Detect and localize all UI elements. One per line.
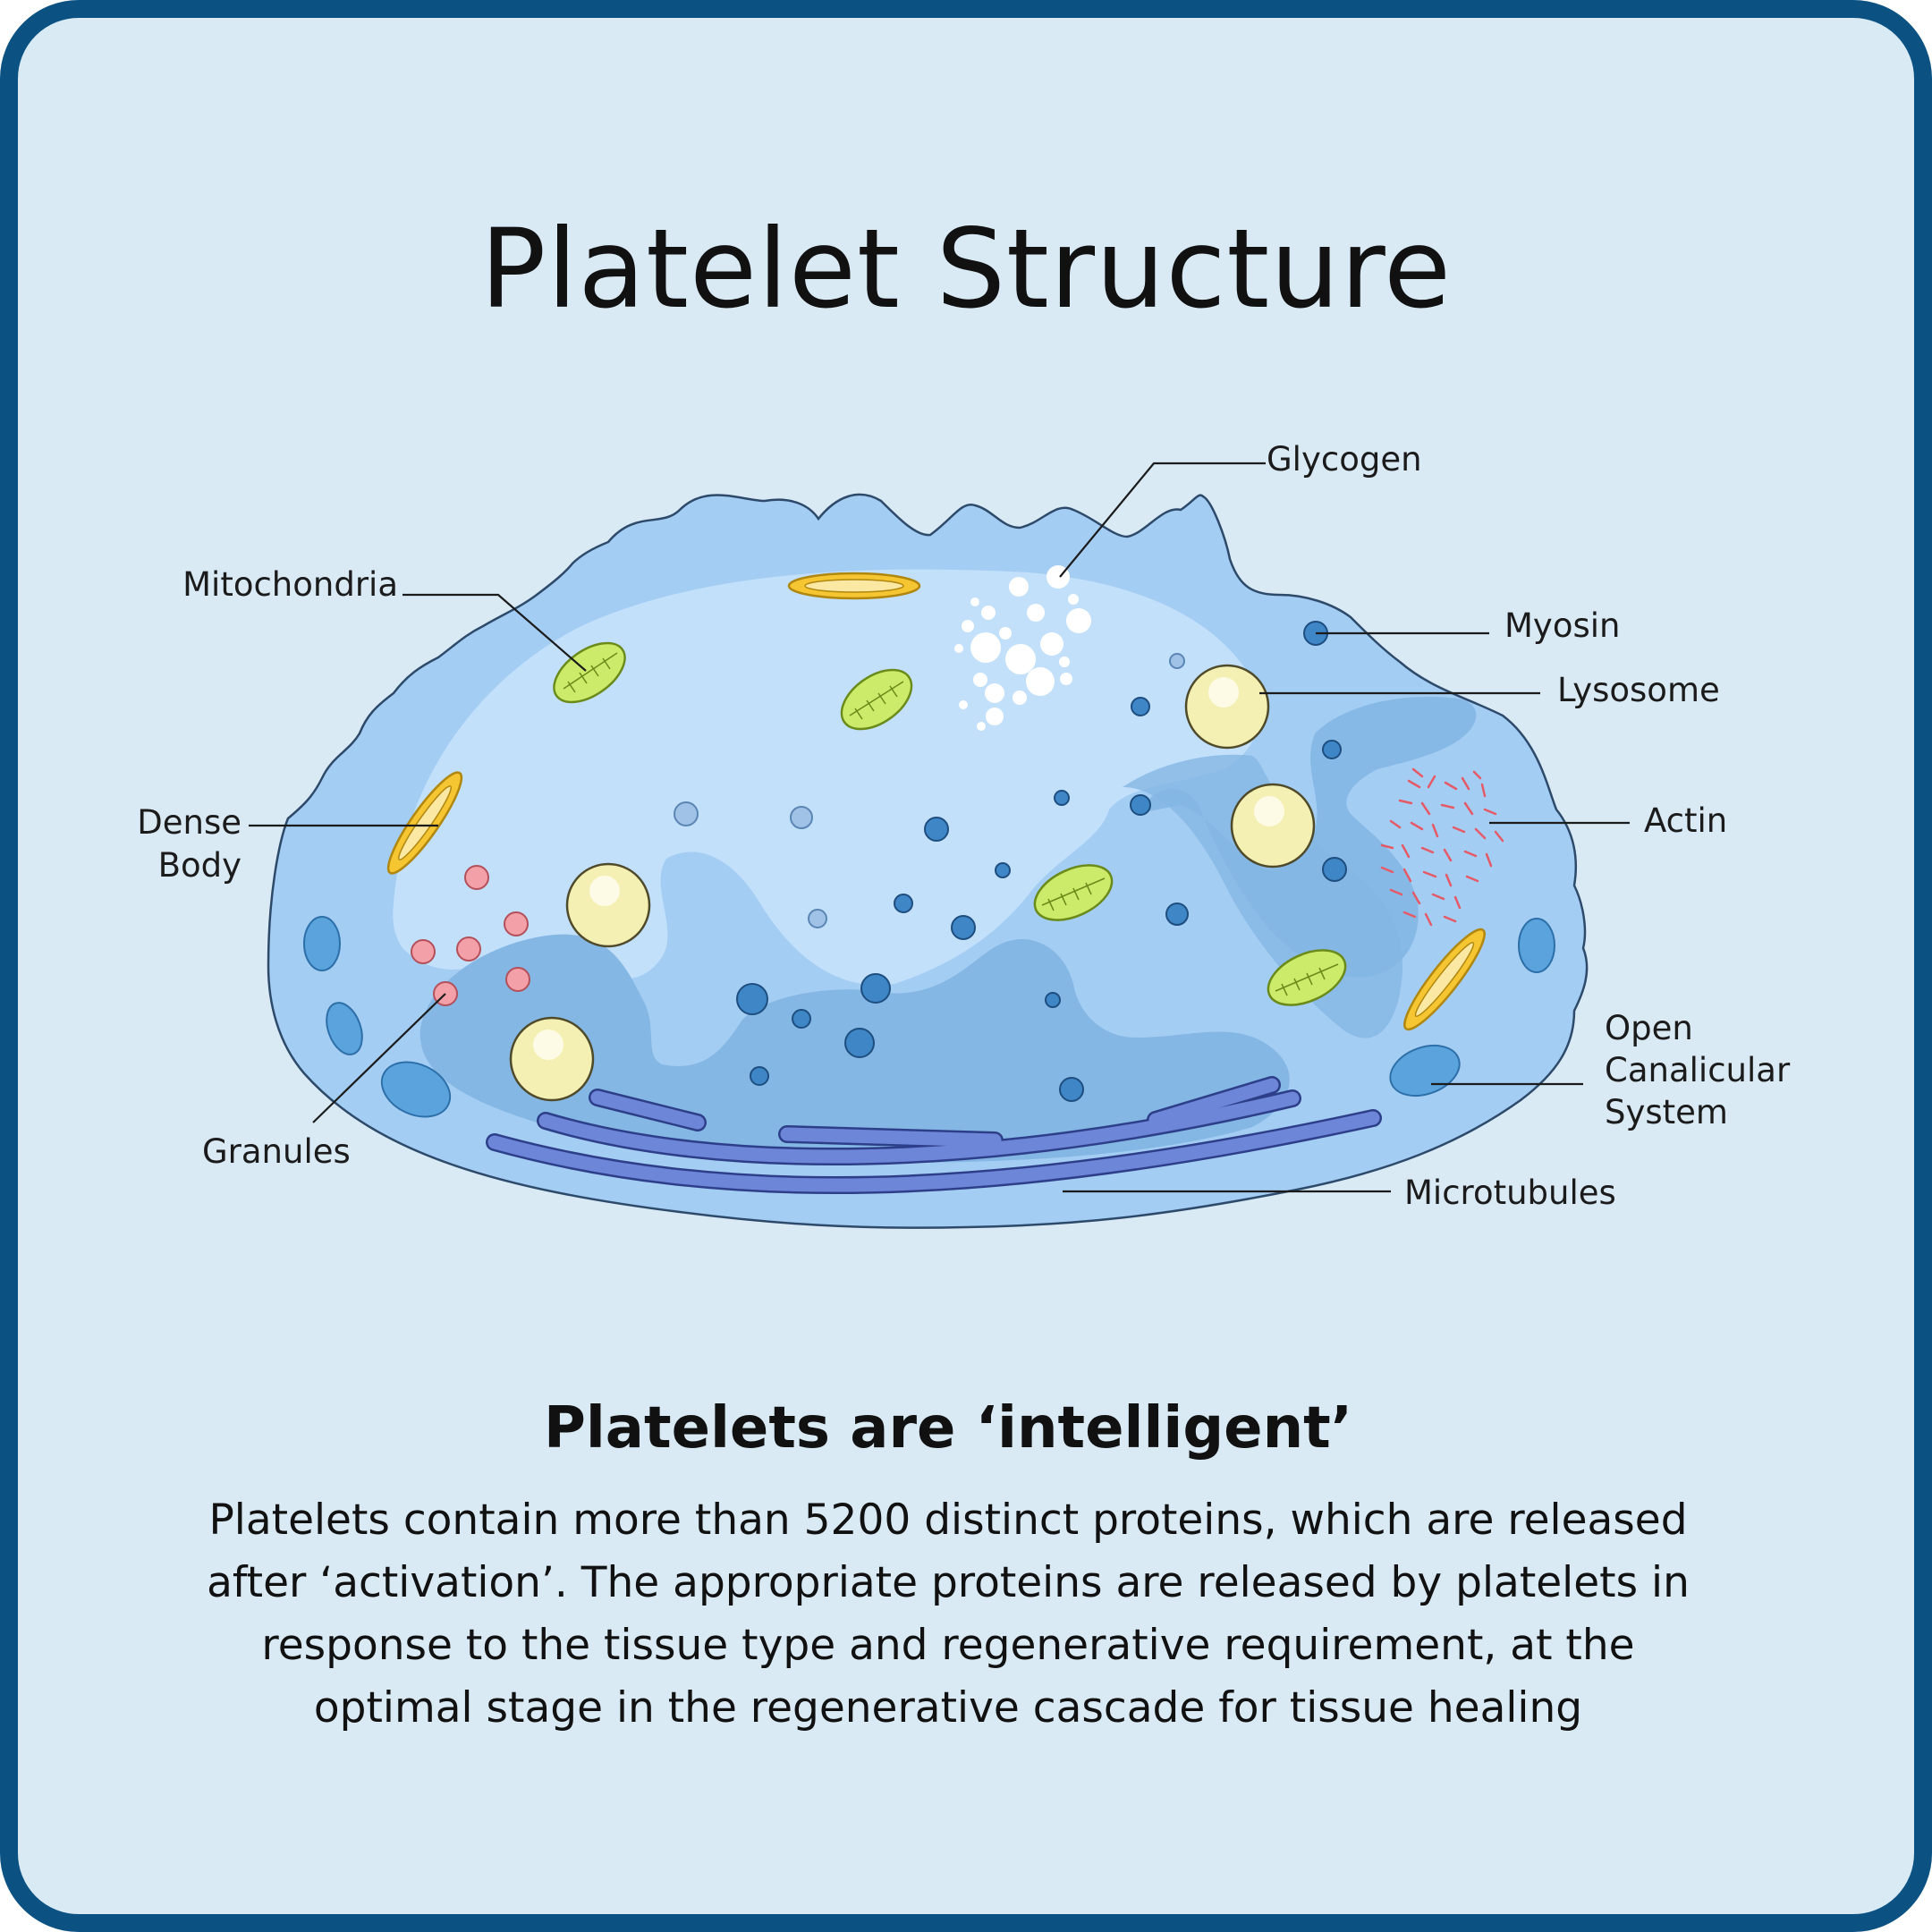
leader-mitochondria	[402, 593, 587, 672]
label-dense-body-2: Body	[157, 846, 242, 885]
ocs-vesicle	[303, 916, 341, 971]
dense-body	[1403, 928, 1486, 1031]
page-title: Platelet Structure	[479, 206, 1453, 333]
mitochondrion	[1033, 864, 1114, 921]
cytoplasm-dark-right	[1136, 697, 1477, 978]
label-ocs-3: System	[1605, 1093, 1728, 1131]
label-actin: Actin	[1644, 801, 1728, 840]
dense-body	[386, 771, 463, 875]
description-line: after ‘activation’. The appropriate prot…	[207, 1558, 1690, 1607]
label-dense-body-1: Dense	[137, 803, 242, 842]
leader-granules	[312, 993, 446, 1123]
mitochondrion	[1267, 949, 1347, 1006]
description-line: response to the tissue type and regenera…	[261, 1621, 1635, 1670]
mitochondrion	[840, 668, 913, 731]
label-lysosome: Lysosome	[1557, 671, 1720, 709]
ocs-vesicle	[326, 1002, 363, 1055]
lysosome	[1230, 783, 1316, 869]
glycogen-cluster	[954, 565, 1091, 731]
leader-glycogen	[1059, 462, 1266, 578]
myosin-dots	[736, 621, 1347, 1102]
faint-vesicles	[674, 653, 1185, 928]
label-myosin: Myosin	[1504, 606, 1621, 645]
label-granules: Granules	[202, 1132, 351, 1171]
label-ocs-2: Canalicular	[1605, 1051, 1791, 1089]
label-mitochondria: Mitochondria	[182, 565, 398, 604]
lysosome	[1184, 664, 1270, 750]
label-ocs-1: Open	[1605, 1009, 1693, 1047]
lysosome	[565, 862, 651, 948]
mitochondrion	[553, 641, 626, 704]
leader-lines	[249, 462, 1630, 1193]
ocs-vesicle	[380, 1061, 452, 1118]
section-heading: Platelets are ‘intelligent’	[543, 1395, 1353, 1462]
actin-filaments	[1380, 767, 1504, 927]
label-microtubules: Microtubules	[1404, 1174, 1616, 1212]
microtubules-fill	[487, 1078, 1380, 1192]
description-line: optimal stage in the regenerative cascad…	[313, 1683, 1583, 1733]
dense-body	[787, 572, 921, 600]
description-paragraph: Platelets contain more than 5200 distinc…	[161, 1489, 1735, 1740]
lysosome	[509, 1016, 595, 1102]
description-line: Platelets contain more than 5200 distinc…	[208, 1496, 1688, 1545]
ocs-vesicle	[1518, 918, 1555, 973]
label-glycogen: Glycogen	[1267, 440, 1422, 479]
